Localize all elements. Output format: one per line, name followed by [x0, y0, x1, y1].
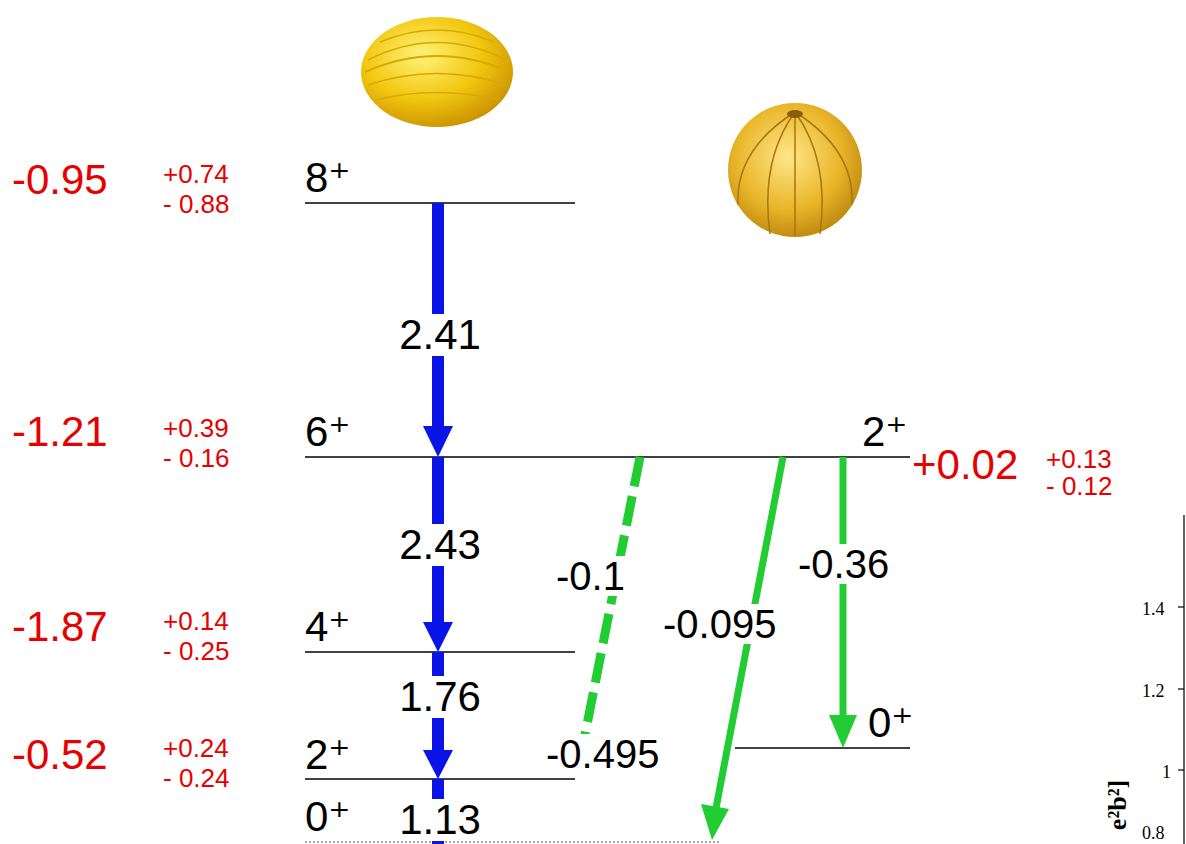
transition-value: -0.095 [660, 604, 779, 644]
error-upper: +0.24 [163, 735, 229, 761]
transition-value: 1.76 [396, 676, 484, 718]
level-lines [305, 203, 910, 842]
transition-value: 2.41 [396, 314, 484, 356]
spin-label: 6⁺ [305, 411, 351, 453]
transition-value: -0.495 [543, 734, 662, 774]
error-lower: - 0.12 [1046, 473, 1113, 499]
spin-label: 2⁺ [305, 734, 351, 776]
axis-tick-label: 1.4 [1142, 600, 1165, 618]
spin-label: 2⁺ [862, 411, 908, 453]
transition-value: -0.36 [795, 544, 892, 584]
prolate-melon [361, 17, 513, 127]
spin-label: 0⁺ [868, 702, 914, 744]
quadrupole-moment: -1.21 [12, 411, 108, 453]
error-lower: - 0.25 [163, 638, 230, 664]
axis-tick-label: 1.2 [1142, 682, 1165, 700]
partial-chart-axis [1178, 515, 1184, 844]
axis-title: e²b²] [1105, 780, 1131, 830]
spin-label: 0⁺ [305, 796, 351, 838]
quadrupole-moment: +0.02 [912, 444, 1018, 486]
transition-value: -0.1 [553, 556, 628, 596]
spin-label: 4⁺ [305, 606, 351, 648]
transition-value: 1.13 [396, 799, 484, 841]
quadrupole-moment: -0.95 [12, 159, 108, 201]
error-upper: +0.14 [163, 608, 229, 634]
quadrupole-moment: -0.52 [12, 734, 108, 776]
error-lower: - 0.16 [163, 445, 230, 471]
green-transitions [578, 457, 857, 840]
error-upper: +0.13 [1046, 446, 1112, 472]
spherical-melon [728, 103, 862, 237]
axis-tick-label: 0.8 [1142, 824, 1165, 842]
transition-value: 2.43 [396, 524, 484, 566]
error-upper: +0.39 [163, 415, 229, 441]
error-lower: - 0.24 [163, 765, 230, 791]
error-upper: +0.74 [163, 161, 229, 187]
error-lower: - 0.88 [163, 191, 230, 217]
quadrupole-moment: -1.87 [12, 606, 108, 648]
axis-tick-label: 1 [1162, 763, 1171, 781]
spin-label: 8⁺ [305, 157, 351, 199]
